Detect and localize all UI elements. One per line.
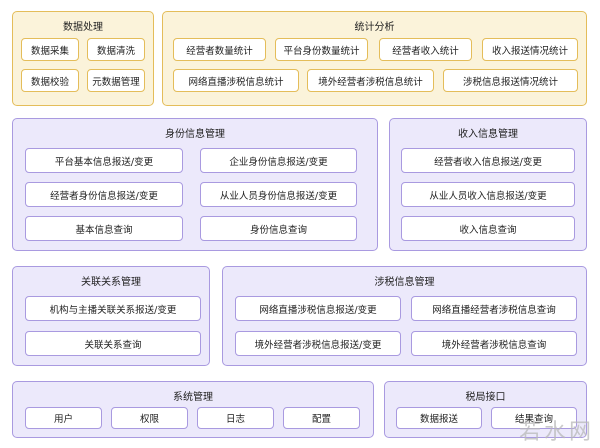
watermark: 若水网 bbox=[518, 420, 594, 445]
group-title: 统计分析 bbox=[354, 22, 395, 33]
module-box[interactable]: 日志 bbox=[197, 407, 274, 429]
module-box[interactable]: 涉税信息报送情况统计 bbox=[443, 69, 578, 92]
module-box[interactable]: 经营者数量统计 bbox=[173, 38, 266, 61]
module-box[interactable]: 平台基本信息报送/变更 bbox=[25, 148, 183, 173]
module-box[interactable]: 境外经营者涉税信息统计 bbox=[307, 69, 434, 92]
module-box[interactable]: 关联关系查询 bbox=[25, 331, 201, 356]
module-box[interactable]: 境外经营者涉税信息查询 bbox=[411, 331, 577, 356]
group-income: 收入信息管理 经营者收入信息报送/变更 从业人员收入信息报送/变更 收入信息查询 bbox=[389, 118, 587, 251]
module-box[interactable]: 从业人员身份信息报送/变更 bbox=[200, 182, 357, 207]
module-box[interactable]: 网络直播涉税信息报送/变更 bbox=[235, 296, 401, 321]
group-system: 系统管理 用户 权限 日志 配置 bbox=[12, 381, 374, 438]
module-box[interactable]: 权限 bbox=[111, 407, 188, 429]
module-box[interactable]: 从业人员收入信息报送/变更 bbox=[401, 182, 575, 207]
module-box[interactable]: 收入信息查询 bbox=[401, 216, 575, 241]
group-data-processing: 数据处理 数据采集 数据清洗 数据校验 元数据管理 bbox=[12, 11, 154, 106]
module-box[interactable]: 结果查询 bbox=[491, 407, 577, 429]
group-tax-bureau: 税局接口 数据报送 结果查询 bbox=[384, 381, 587, 438]
module-box[interactable]: 机构与主播关联关系报送/变更 bbox=[25, 296, 201, 321]
group-title: 数据处理 bbox=[63, 22, 103, 33]
group-title: 涉税信息管理 bbox=[374, 277, 435, 288]
module-box[interactable]: 网络直播经营者涉税信息查询 bbox=[411, 296, 577, 321]
module-box[interactable]: 经营者收入信息报送/变更 bbox=[401, 148, 575, 173]
module-box[interactable]: 数据报送 bbox=[396, 407, 482, 429]
module-box[interactable]: 数据校验 bbox=[21, 69, 79, 92]
module-box[interactable]: 数据清洗 bbox=[87, 38, 145, 61]
module-box[interactable]: 数据采集 bbox=[21, 38, 79, 61]
module-box[interactable]: 经营者收入统计 bbox=[379, 38, 472, 61]
group-relation: 关联关系管理 机构与主播关联关系报送/变更 关联关系查询 bbox=[12, 266, 210, 366]
group-title: 身份信息管理 bbox=[165, 129, 225, 140]
module-box[interactable]: 身份信息查询 bbox=[200, 216, 357, 241]
module-box[interactable]: 网络直播涉税信息统计 bbox=[173, 69, 299, 92]
module-box[interactable]: 经营者身份信息报送/变更 bbox=[25, 182, 183, 207]
module-box[interactable]: 平台身份数量统计 bbox=[275, 38, 368, 61]
module-box[interactable]: 配置 bbox=[283, 407, 360, 429]
group-identity: 身份信息管理 平台基本信息报送/变更 企业身份信息报送/变更 经营者身份信息报送… bbox=[12, 118, 378, 251]
module-box[interactable]: 基本信息查询 bbox=[25, 216, 183, 241]
module-box[interactable]: 收入报送情况统计 bbox=[482, 38, 578, 61]
module-box[interactable]: 用户 bbox=[25, 407, 102, 429]
module-box[interactable]: 元数据管理 bbox=[87, 69, 145, 92]
group-title: 关联关系管理 bbox=[81, 277, 141, 288]
group-statistics: 统计分析 经营者数量统计 平台身份数量统计 经营者收入统计 收入报送情况统计 网… bbox=[162, 11, 587, 106]
group-title: 系统管理 bbox=[173, 392, 213, 403]
module-box[interactable]: 企业身份信息报送/变更 bbox=[200, 148, 357, 173]
module-box[interactable]: 境外经营者涉税信息报送/变更 bbox=[235, 331, 401, 356]
group-title: 税局接口 bbox=[465, 392, 506, 403]
group-title: 收入信息管理 bbox=[458, 129, 518, 140]
group-tax: 涉税信息管理 网络直播涉税信息报送/变更 网络直播经营者涉税信息查询 境外经营者… bbox=[222, 266, 587, 366]
